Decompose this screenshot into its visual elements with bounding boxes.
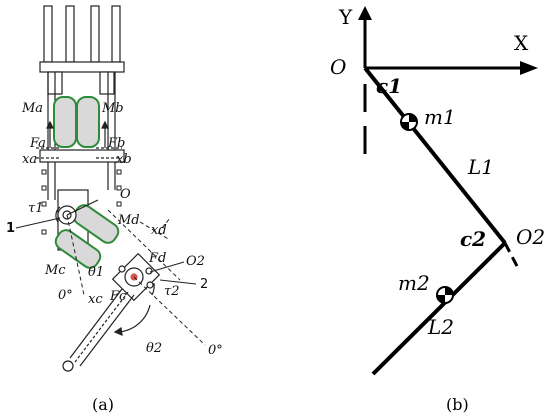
callout-lines <box>15 217 197 285</box>
com-label-c1: c1 <box>376 74 402 98</box>
label-ma: Ma <box>21 101 43 116</box>
com-marker-m2 <box>436 286 454 304</box>
com-marker-m1 <box>400 113 418 131</box>
mass-label-m1: m1 <box>424 105 456 129</box>
label-fd: Fd <box>148 251 166 266</box>
label-xa: xa <box>22 152 37 167</box>
label-o: O <box>120 187 131 202</box>
panel-a: Ma Mb Fa Fb xa xb O τ1 Md xd Fd O2 Mc θ1… <box>6 5 223 414</box>
reference-lines <box>66 209 206 346</box>
link-label-l2: L2 <box>427 315 454 339</box>
label-mc: Mc <box>44 263 66 278</box>
caption-a: (a) <box>92 395 114 414</box>
guide-o2 <box>503 242 521 271</box>
label-xb: xb <box>116 152 132 167</box>
label-theta1: θ1 <box>88 265 104 280</box>
joint2-label: O2 <box>516 225 545 249</box>
link-l1 <box>363 66 507 245</box>
com-label-c2: c2 <box>460 227 486 251</box>
caption-b: (b) <box>446 395 469 414</box>
label-xd: xd <box>151 223 167 238</box>
label-theta2: θ2 <box>146 341 162 356</box>
panel-b: Y X O O2 L1 L2 m1 m2 c1 c2 (b) <box>330 5 545 414</box>
y-axis-arrow <box>358 6 372 20</box>
label-mb: Mb <box>101 101 124 116</box>
origin-label: O <box>330 55 346 79</box>
label-tau1: τ1 <box>28 201 43 216</box>
axes <box>363 14 527 70</box>
x-axis-arrow <box>520 61 538 75</box>
label-zero-right: 0° <box>208 343 223 358</box>
label-zero-left: 0° <box>58 288 73 303</box>
muscle-mc <box>54 229 102 269</box>
muscle-ma <box>53 96 77 148</box>
axis-label-y: Y <box>338 5 353 29</box>
label-md: Md <box>117 213 140 228</box>
label-fc: Fc <box>109 289 127 304</box>
callout-2: 2 <box>200 277 208 292</box>
mass-label-m2: m2 <box>398 271 430 295</box>
link-label-l1: L1 <box>467 155 494 179</box>
label-fb: Fb <box>107 136 125 151</box>
axis-label-x: X <box>514 31 529 55</box>
force-arrows-upper <box>36 120 122 159</box>
label-fa: Fa <box>29 136 46 151</box>
muscle-mb <box>76 96 100 148</box>
lower-link <box>62 288 135 372</box>
label-o2: O2 <box>186 254 205 269</box>
label-tau2: τ2 <box>164 284 179 299</box>
angle-arcs <box>55 206 155 336</box>
label-xc: xc <box>88 292 103 307</box>
link-l2 <box>371 241 507 376</box>
callout-1: 1 <box>6 221 15 236</box>
bolt-holes <box>41 169 122 235</box>
